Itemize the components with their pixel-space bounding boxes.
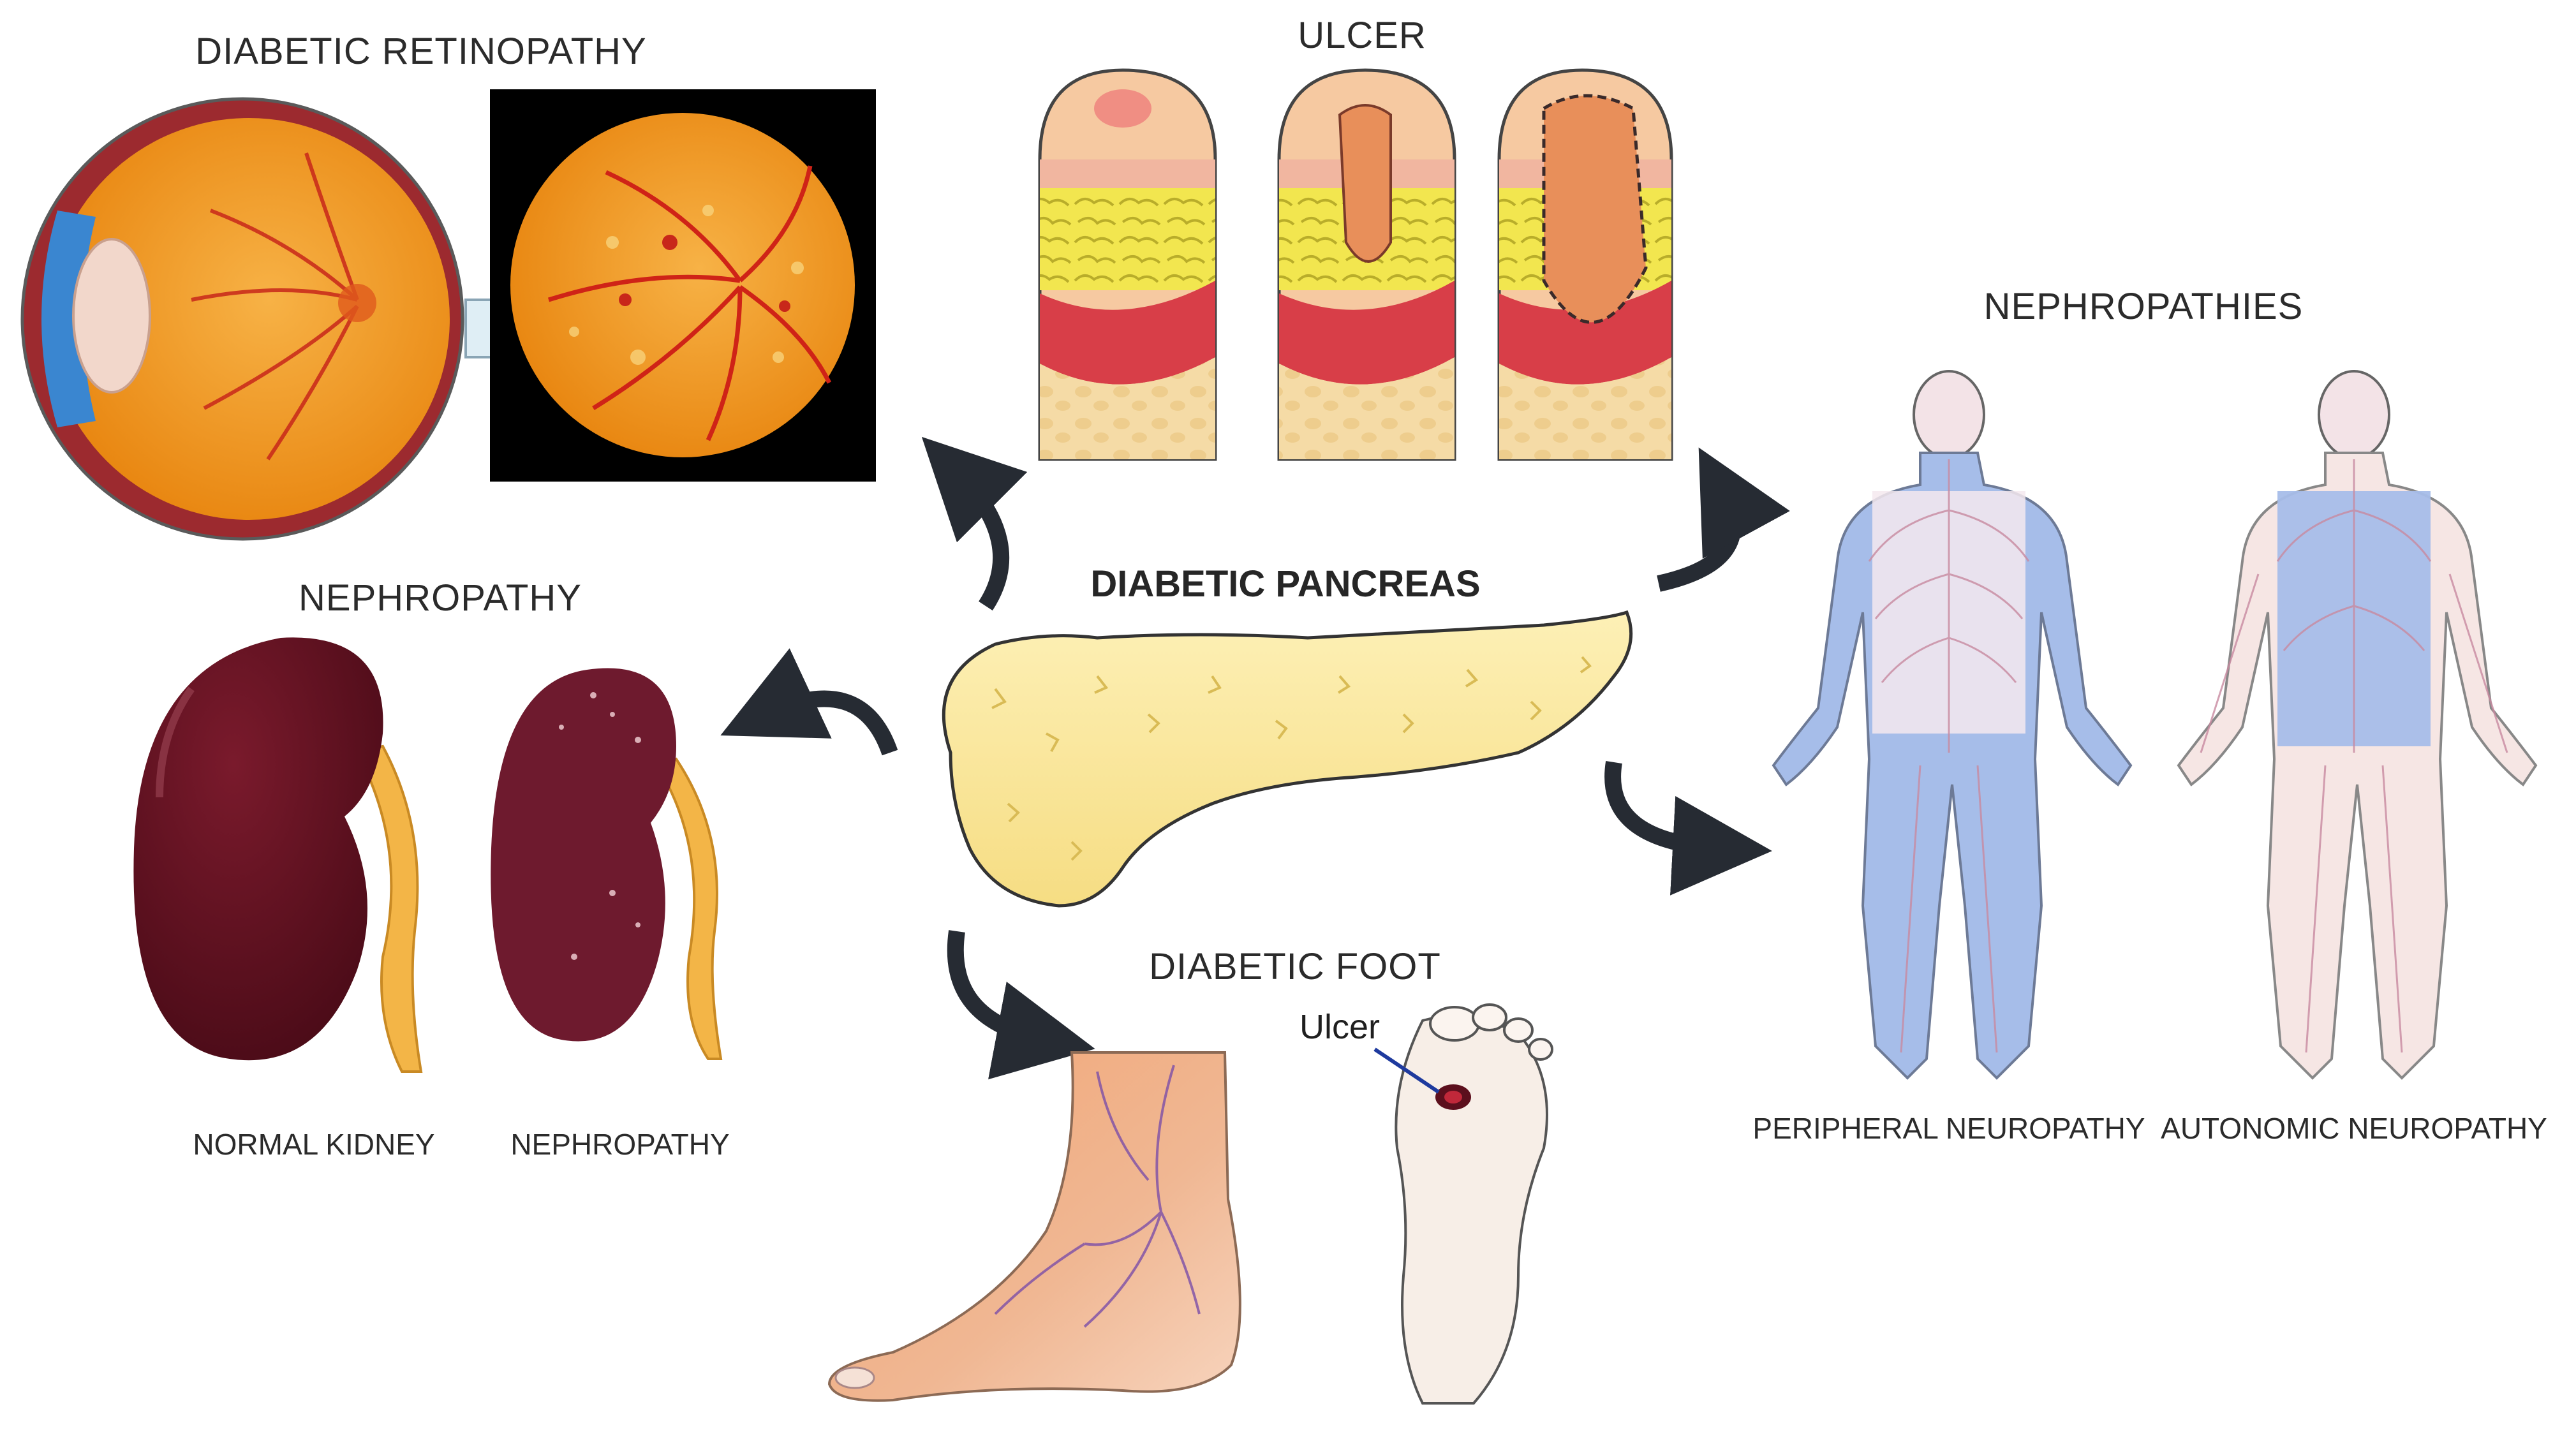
foot-ulcer-pointer: [1373, 1047, 1440, 1094]
normal-kidney-illustration: [133, 637, 423, 1073]
ulcer-section-3: [1497, 68, 1673, 461]
pancreas-title: DIABETIC PANCREAS: [1090, 563, 1480, 605]
foot-ulcer-label: Ulcer: [1299, 1008, 1380, 1046]
ulcer-title: ULCER: [1298, 15, 1426, 56]
pancreas-illustration: [942, 610, 1633, 908]
ulcer-section-1: [1038, 68, 1217, 461]
peripheral-neuropathy-body-illustration: [1772, 370, 2133, 1080]
autonomic-neuropathy-body-illustration: [2177, 370, 2538, 1080]
nephropathy-kidney-illustration: [491, 668, 723, 1060]
diabetic-foot-side-illustration: [827, 1051, 1241, 1402]
arrow-to-neuropathy: [1604, 760, 1772, 896]
arrow-to-retinopathy: [921, 436, 1028, 611]
retinopathy-title: DIABETIC RETINOPATHY: [195, 31, 646, 72]
retina-fundus-illustration: [490, 89, 876, 482]
arrow-to-diabetic-foot: [947, 930, 1095, 1080]
arrow-to-ulcer: [1657, 447, 1790, 592]
nephropathy-kidney-label: NEPHROPATHY: [510, 1128, 729, 1161]
neuropathies-title: NEPHROPATHIES: [1984, 286, 2304, 327]
normal-kidney-label: NORMAL KIDNEY: [193, 1128, 434, 1161]
arrow-to-nephropathy: [720, 648, 898, 756]
autonomic-neuropathy-label: AUTONOMIC NEUROPATHY: [2161, 1112, 2547, 1145]
diabetic-foot-sole-illustration: [1373, 1003, 1553, 1405]
peripheral-neuropathy-label: PERIPHERAL NEUROPATHY: [1752, 1112, 2145, 1145]
eye-illustration: [20, 97, 499, 541]
ulcer-section-2: [1277, 68, 1456, 461]
diabetic-foot-title: DIABETIC FOOT: [1149, 946, 1441, 987]
nephropathy-title: NEPHROPATHY: [299, 577, 582, 619]
